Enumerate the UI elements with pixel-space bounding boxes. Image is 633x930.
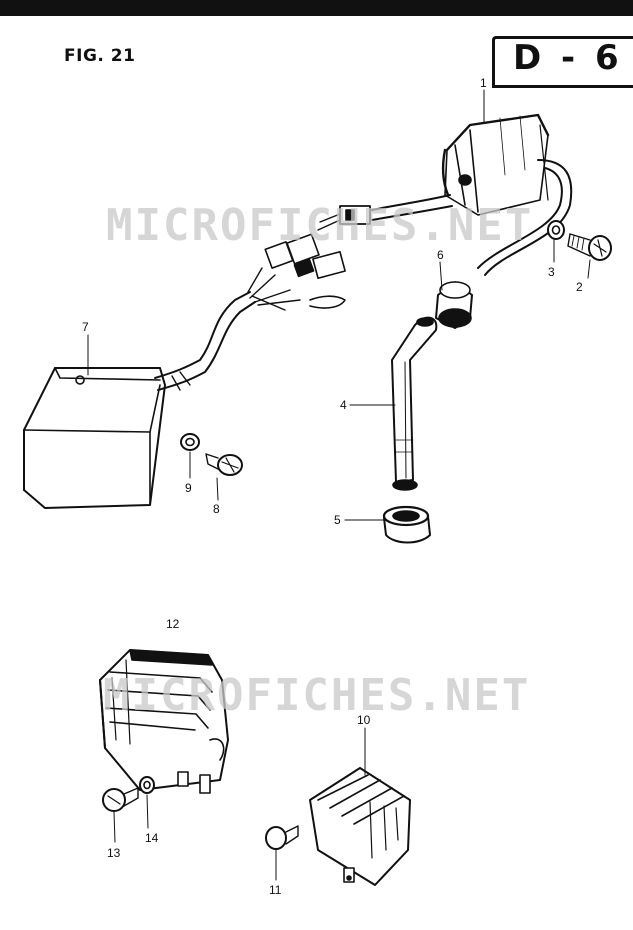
- part-1-coil: [441, 113, 550, 216]
- part-1-lead-wire: [317, 194, 453, 231]
- part-1-plug-lead: [477, 159, 573, 276]
- callout-7: 7: [82, 320, 89, 334]
- part-13-screw: [102, 787, 139, 812]
- top-border-bar: [0, 0, 633, 16]
- part-11-screw: [265, 825, 299, 850]
- part-10-regulator: [309, 767, 411, 886]
- callout-10: 10: [357, 713, 371, 727]
- callout-2: 2: [576, 280, 583, 294]
- callout-13: 13: [107, 846, 121, 860]
- part-2-screw: [567, 233, 612, 261]
- page-code: D - 6: [513, 38, 623, 78]
- figure-title: FIG. 21: [64, 46, 136, 66]
- part-7-harness: [154, 233, 346, 391]
- callout-14: 14: [145, 831, 159, 845]
- watermark-lower: MICROFICHES.NET: [103, 670, 531, 721]
- callout-12: 12: [166, 617, 180, 631]
- part-7-cdi-unit: [23, 367, 166, 509]
- callout-5: 5: [334, 513, 341, 527]
- callout-4: 4: [340, 398, 347, 412]
- part-4-plug-boot: [391, 316, 438, 491]
- part-3-washer: [547, 220, 565, 240]
- part-8-screw: [205, 453, 243, 476]
- callout-8: 8: [213, 502, 220, 516]
- page-code-box: [492, 36, 633, 88]
- callout-6: 6: [437, 248, 444, 262]
- part-12-regulator: [99, 649, 229, 794]
- callout-9: 9: [185, 481, 192, 495]
- callout-1: 1: [480, 76, 487, 90]
- callout-3: 3: [548, 265, 555, 279]
- part-6-cap-collar: [435, 281, 473, 329]
- part-5-seal: [382, 505, 431, 544]
- watermark-upper: MICROFICHES.NET: [106, 200, 534, 251]
- leader-lines: [87, 89, 591, 881]
- callout-11: 11: [269, 883, 282, 897]
- part-14-washer: [139, 776, 155, 794]
- part-9-washer: [180, 433, 200, 451]
